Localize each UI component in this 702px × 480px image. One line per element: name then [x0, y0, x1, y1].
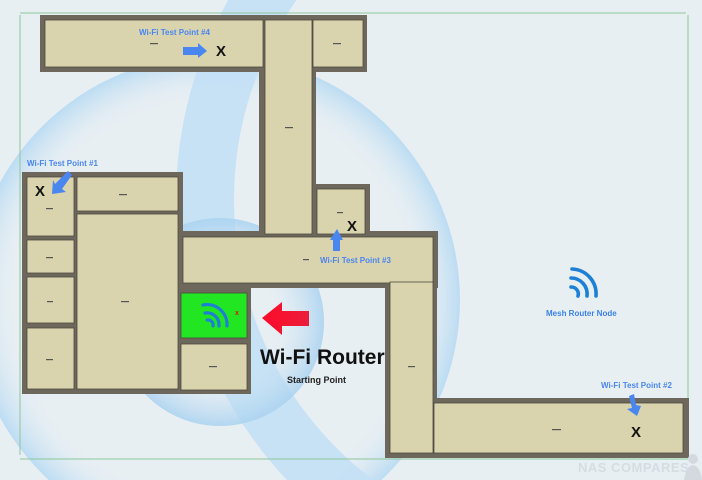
- watermark-text: NAS COMPARES: [578, 460, 690, 475]
- test-point-3-arrow-icon: [330, 229, 343, 251]
- test-point-2-marker: X: [631, 424, 642, 441]
- test-point-4-arrow-icon: [183, 43, 207, 58]
- test-point-3-label: Wi-Fi Test Point #3: [320, 256, 391, 265]
- router-title: Wi-Fi Router: [260, 346, 385, 369]
- test-point-4-label: Wi-Fi Test Point #4: [139, 28, 210, 37]
- measurement-rulers: [19, 12, 689, 460]
- room-size-tags: [46, 43, 561, 431]
- test-point-1-marker: X: [35, 183, 46, 200]
- test-point-2-arrow-icon: [627, 394, 641, 416]
- room-right-hall: [389, 281, 434, 454]
- mesh-node-label: Mesh Router Node: [546, 309, 617, 318]
- room-bottom-hall: [433, 402, 684, 454]
- room-left-1: [26, 176, 75, 237]
- router-room-marker: x: [235, 310, 239, 317]
- room-left-2: [26, 239, 75, 274]
- test-point-4-marker: X: [216, 43, 227, 60]
- router-arrow-icon: [262, 302, 309, 335]
- router-wifi-icon: [201, 302, 229, 328]
- room-left-3: [26, 276, 75, 324]
- room-test-point-3: [316, 188, 366, 235]
- test-point-1-arrow-icon: [52, 171, 72, 194]
- router-subtitle: Starting Point: [287, 375, 346, 385]
- mesh-wifi-icon: [569, 267, 598, 298]
- room-left-4: [26, 327, 75, 390]
- room-left-top-wide: [76, 176, 179, 212]
- test-point-1-label: Wi-Fi Test Point #1: [27, 159, 98, 168]
- test-point-2-label: Wi-Fi Test Point #2: [601, 381, 672, 390]
- test-point-3-marker: X: [347, 218, 358, 235]
- watermark-figure: [684, 454, 702, 480]
